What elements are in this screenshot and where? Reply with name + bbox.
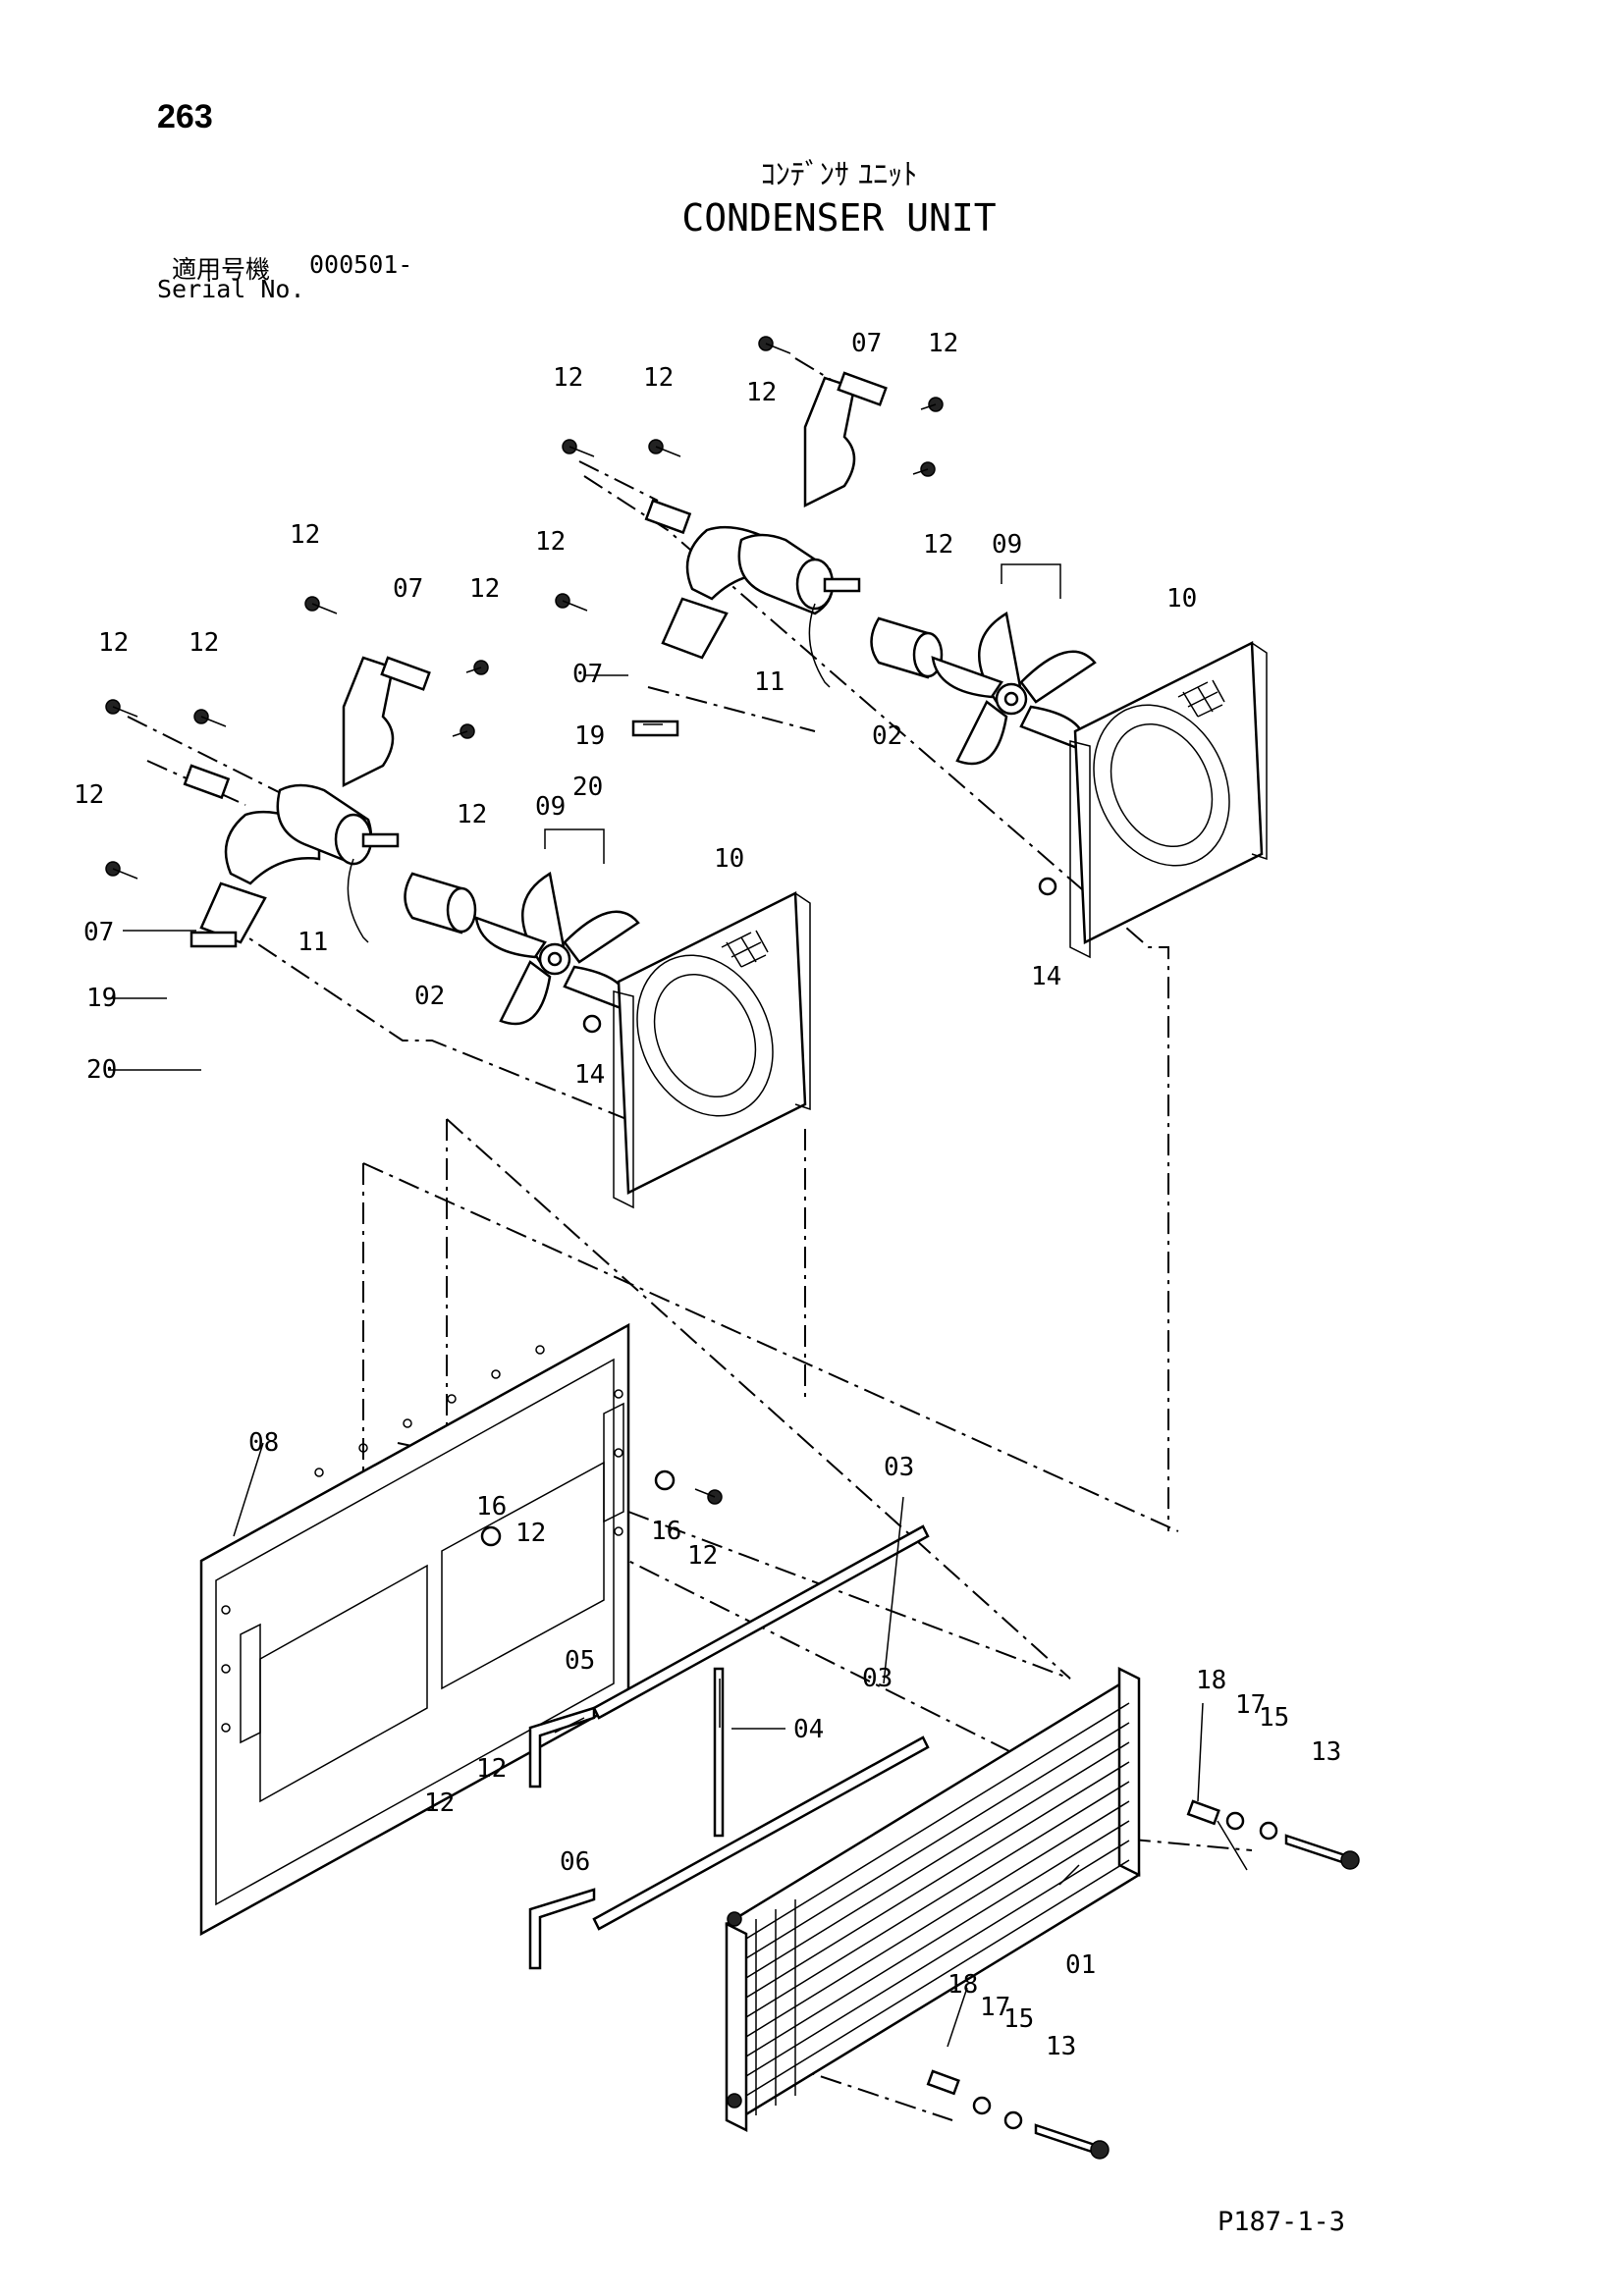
callout-12: 12: [290, 520, 320, 550]
callout-13: 13: [1311, 1737, 1341, 1767]
callout-07: 07: [83, 918, 114, 947]
title-japanese: ｺﾝﾃﾞﾝｻ ﾕﾆｯﾄ: [760, 158, 918, 192]
motor-right: [737, 533, 861, 688]
callout-19: 19: [86, 984, 117, 1013]
callout-20: 20: [572, 773, 603, 802]
callout-03: 03: [884, 1453, 914, 1482]
callout-12: 12: [643, 363, 674, 393]
callout-12: 12: [457, 800, 487, 829]
shroud-right: [1069, 641, 1268, 959]
callout-12: 12: [687, 1541, 718, 1571]
callout-02: 02: [414, 982, 445, 1011]
fan-right: [931, 612, 1097, 766]
callout-12: 12: [928, 329, 958, 358]
callout-09: 09: [535, 792, 566, 822]
condenser-frame: [199, 1322, 630, 1937]
spacer-left: [404, 872, 477, 934]
callout-12: 12: [424, 1789, 455, 1818]
callout-12: 12: [746, 378, 777, 407]
callout-16: 16: [476, 1492, 507, 1522]
callout-02: 02: [872, 721, 902, 751]
callout-17: 17: [980, 1993, 1010, 2022]
callout-19: 19: [574, 721, 605, 751]
callout-17: 17: [1235, 1690, 1266, 1720]
serial-number-value: 000501-: [309, 250, 413, 279]
callout-07: 07: [393, 574, 423, 604]
serial-label-japanese: 適用号機: [172, 255, 271, 284]
spacer-right: [870, 616, 944, 679]
callout-labels: 12 12 12 12 12 12 12 12 12 12 12 12 12 1…: [74, 329, 1341, 2061]
callout-14: 14: [574, 1060, 605, 1090]
callout-13: 13: [1046, 2032, 1076, 2061]
callout-16: 16: [651, 1517, 681, 1546]
serial-label-english: Serial No.: [157, 275, 305, 303]
callout-12: 12: [553, 363, 583, 393]
callout-11: 11: [754, 667, 785, 697]
seals: [528, 1524, 930, 1970]
callout-14: 14: [1031, 962, 1061, 991]
callout-10: 10: [714, 844, 744, 874]
callout-18: 18: [947, 1970, 978, 2000]
callout-12: 12: [74, 780, 104, 810]
shroud-left: [613, 891, 811, 1209]
hardware-fasteners: [480, 877, 1360, 2160]
callout-07: 07: [572, 660, 603, 689]
callout-12: 12: [189, 628, 219, 658]
callout-08: 08: [248, 1428, 279, 1458]
callout-01: 01: [1065, 1950, 1096, 1980]
callout-12: 12: [515, 1519, 546, 1548]
motor-bracket-left: [183, 656, 431, 948]
fan-left: [474, 872, 640, 1026]
motor-left: [276, 783, 400, 943]
callout-07: 07: [851, 329, 882, 358]
callout-15: 15: [1259, 1703, 1289, 1733]
callout-03: 03: [862, 1664, 893, 1693]
callout-12: 12: [535, 527, 566, 557]
callout-10: 10: [1166, 584, 1197, 614]
callout-18: 18: [1196, 1666, 1226, 1695]
callout-04: 04: [793, 1715, 824, 1744]
callout-15: 15: [1003, 2004, 1034, 2034]
callout-12: 12: [469, 574, 500, 604]
callout-12: 12: [476, 1754, 507, 1784]
callout-12: 12: [923, 530, 953, 560]
callout-06: 06: [560, 1847, 590, 1877]
callout-20: 20: [86, 1055, 117, 1085]
condenser-core: [725, 1666, 1141, 2133]
title-english: CONDENSER UNIT: [681, 196, 997, 240]
page-number: 263: [157, 98, 213, 135]
callout-12: 12: [98, 628, 129, 658]
callout-05: 05: [565, 1646, 595, 1676]
callout-11: 11: [298, 928, 328, 957]
callout-09: 09: [992, 530, 1022, 560]
leader-lines: [108, 563, 1248, 2048]
footer-code: P187-1-3: [1218, 2207, 1346, 2237]
